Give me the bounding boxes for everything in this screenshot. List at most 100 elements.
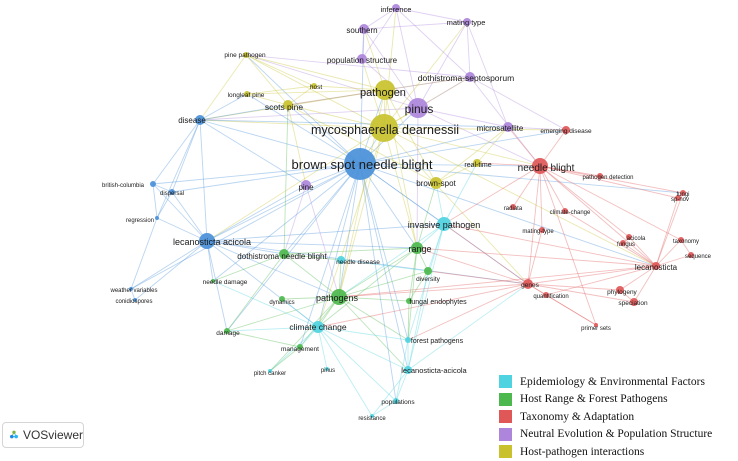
node-longleaf-pine[interactable] [244, 91, 250, 97]
node-real-time[interactable] [473, 159, 481, 167]
vosviewer-brand[interactable]: VOSviewer [2, 422, 84, 448]
node-label-mating-type-top[interactable]: mating type [447, 18, 486, 27]
node-label-mating-type-red[interactable]: mating-type [522, 229, 554, 235]
node-label-speciation[interactable]: speciation [618, 300, 648, 307]
node-fungi[interactable] [680, 190, 686, 196]
node-label-diversity[interactable]: diversity [416, 276, 441, 283]
node-pathogen[interactable] [375, 80, 395, 100]
node-inference[interactable] [392, 4, 400, 12]
node-label-pinus-small[interactable]: pinus [321, 368, 335, 374]
node-invasive-pathogen[interactable] [437, 217, 451, 231]
node-microsatellite[interactable] [503, 122, 513, 132]
node-dynamics[interactable] [279, 296, 285, 302]
node-label-real-time[interactable]: real-time [464, 162, 491, 169]
node-label-taxonomy[interactable]: taxonomy [673, 239, 699, 245]
node-label-fungi[interactable]: fungi [676, 192, 689, 198]
node-label-weather-variables[interactable]: weather variables [109, 288, 157, 294]
node-label-pathogen[interactable]: pathogen [360, 87, 406, 99]
node-mycosphaerella-dearnessii[interactable] [370, 114, 398, 142]
node-label-dynamics[interactable]: dynamics [269, 300, 294, 306]
node-label-needle-blight[interactable]: needle blight [518, 163, 575, 174]
node-label-regression[interactable]: regression [126, 218, 154, 224]
node-quantification[interactable] [543, 292, 549, 298]
node-label-climate-change[interactable]: climate change [289, 322, 346, 332]
node-phylogeny[interactable] [616, 286, 624, 294]
node-label-inference[interactable]: inference [381, 5, 412, 14]
node-label-needle-damage[interactable]: needle damage [203, 279, 248, 286]
node-label-radiata[interactable]: radiata [504, 206, 523, 212]
node-regression[interactable] [155, 216, 159, 220]
node-label-dispersal[interactable]: dispersal [160, 191, 184, 197]
node-pinus[interactable] [408, 98, 428, 118]
node-sp-nov[interactable] [675, 195, 681, 201]
node-label-populations[interactable]: populations [381, 399, 415, 406]
node-brown-spot-needle-blight[interactable] [344, 148, 376, 180]
node-dothistroma-septosporum[interactable] [465, 72, 475, 82]
node-label-pinus[interactable]: pinus [405, 102, 434, 116]
node-pine-pathogen[interactable] [243, 52, 249, 58]
node-climate-change-red[interactable] [562, 208, 568, 214]
node-label-needle-disease[interactable]: needle disease [336, 259, 380, 266]
node-label-conidiospores[interactable]: conidiospores [115, 299, 152, 305]
node-sequence[interactable] [688, 252, 694, 258]
node-disease[interactable] [195, 115, 205, 125]
node-damage[interactable] [224, 328, 230, 334]
node-southern[interactable] [359, 24, 369, 34]
node-scots-pine[interactable] [283, 100, 293, 110]
node-label-damage[interactable]: damage [216, 330, 240, 337]
node-british-columbia[interactable] [150, 181, 156, 187]
node-label-brown-spot-needle-blight[interactable]: brown spot needle blight [292, 157, 433, 172]
node-label-invasive-pathogen[interactable]: invasive pathogen [408, 220, 481, 230]
node-label-mycosphaerella-dearnessii[interactable]: mycosphaerella dearnessii [311, 123, 459, 137]
node-label-genes[interactable]: genes [521, 282, 539, 289]
node-label-pathogens[interactable]: pathogens [316, 293, 359, 303]
node-label-pitch-canker[interactable]: pitch canker [254, 371, 286, 377]
node-mating-type-red[interactable] [539, 227, 545, 233]
node-label-dothistroma-septosporum[interactable]: dothistroma-septosporum [418, 73, 514, 83]
node-label-lecanosticta-acicola-cyan[interactable]: lecanosticta-acicola [401, 366, 467, 375]
node-dothistroma-needle-blight[interactable] [279, 249, 289, 259]
node-label-dothistroma-needle-blight[interactable]: dothistroma needle blight [237, 252, 327, 261]
node-emerging-disease[interactable] [562, 126, 570, 134]
node-acicola[interactable] [626, 234, 632, 240]
node-dispersal[interactable] [169, 189, 175, 195]
node-pathogens[interactable] [331, 289, 347, 305]
node-lecanosticta-acicola-cyan[interactable] [404, 366, 412, 374]
node-climate-change[interactable] [312, 321, 324, 333]
node-pinus-small[interactable] [325, 367, 329, 371]
node-label-lecanosticta[interactable]: lecanosticta [635, 263, 678, 272]
node-label-quantification[interactable]: quantification [533, 294, 568, 300]
node-label-lecanosticta-acicola-blue[interactable]: lecanosticta acicola [173, 237, 251, 247]
node-speciation[interactable] [630, 298, 638, 306]
node-populations[interactable] [393, 398, 399, 404]
node-resistance[interactable] [370, 414, 374, 418]
node-population-structure[interactable] [357, 54, 367, 64]
node-host[interactable] [311, 83, 317, 89]
node-label-sp-nov[interactable]: sp-nov [671, 197, 689, 203]
node-label-british-columbia[interactable]: british-columbia [102, 183, 145, 189]
node-brown-spot[interactable] [430, 177, 442, 189]
node-pitch-canker[interactable] [268, 369, 272, 373]
node-label-longleaf-pine[interactable]: longleaf pine [228, 92, 265, 99]
node-range[interactable] [411, 242, 423, 254]
node-forest-pathogens[interactable] [405, 337, 411, 343]
node-lecanosticta[interactable] [652, 262, 660, 270]
node-needle-disease[interactable] [337, 256, 345, 264]
node-label-primer-sets[interactable]: primer sets [581, 326, 611, 332]
node-label-brown-spot[interactable]: brown-spot [416, 179, 456, 188]
node-label-acicola[interactable]: acicola [627, 236, 646, 242]
node-fungus[interactable] [620, 240, 626, 246]
node-label-pathogen-detection[interactable]: pathogen detection [582, 175, 633, 181]
node-label-resistance[interactable]: resistance [358, 416, 386, 422]
node-label-pine-pathogen[interactable]: pine pathogen [224, 52, 266, 59]
node-weather-variables[interactable] [129, 287, 133, 291]
node-label-forest-pathogens[interactable]: forest pathogens [411, 338, 464, 345]
node-label-fungal-endophytes[interactable]: fungal endophytes [409, 299, 467, 306]
node-label-host[interactable]: host [310, 84, 322, 91]
node-label-emerging-disease[interactable]: emerging disease [540, 128, 592, 135]
node-lecanosticta-acicola-blue[interactable] [199, 233, 215, 249]
node-needle-damage[interactable] [211, 279, 215, 283]
node-mating-type-top[interactable] [463, 18, 471, 26]
node-conidiospores[interactable] [133, 298, 137, 302]
